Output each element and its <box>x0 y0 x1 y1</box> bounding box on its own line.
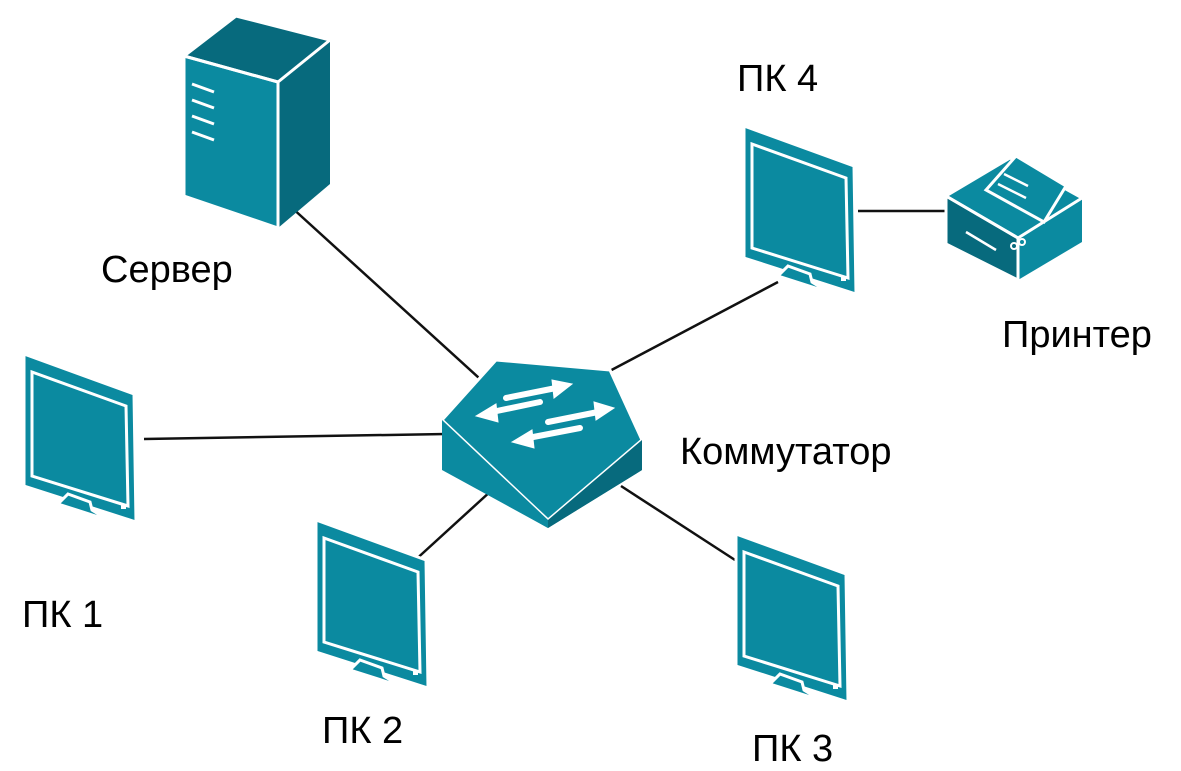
pc3-monitor-icon <box>734 532 850 704</box>
link-pc4-switch <box>584 280 779 386</box>
pc1-label: ПК 1 <box>22 594 104 636</box>
pc3-label: ПК 3 <box>752 728 834 770</box>
link-server-switch <box>289 205 491 389</box>
link-pc2-switch <box>411 489 493 564</box>
links <box>143 205 950 564</box>
switch-label: Коммутатор <box>680 431 892 473</box>
pc4-label: ПК 4 <box>737 58 819 100</box>
printer-icon <box>943 154 1085 283</box>
pc2-monitor-icon <box>314 518 430 690</box>
network-switch-icon <box>439 358 644 528</box>
pc2-label: ПК 2 <box>322 710 404 752</box>
printer-label: Принтер <box>1002 314 1152 356</box>
server-label: Сервер <box>101 249 233 291</box>
server-tower-icon <box>180 14 334 231</box>
pc1-monitor-icon <box>22 352 138 524</box>
link-pc3-switch <box>620 484 736 562</box>
pc4-monitor-icon <box>742 124 858 296</box>
link-pc1-switch <box>143 432 447 441</box>
